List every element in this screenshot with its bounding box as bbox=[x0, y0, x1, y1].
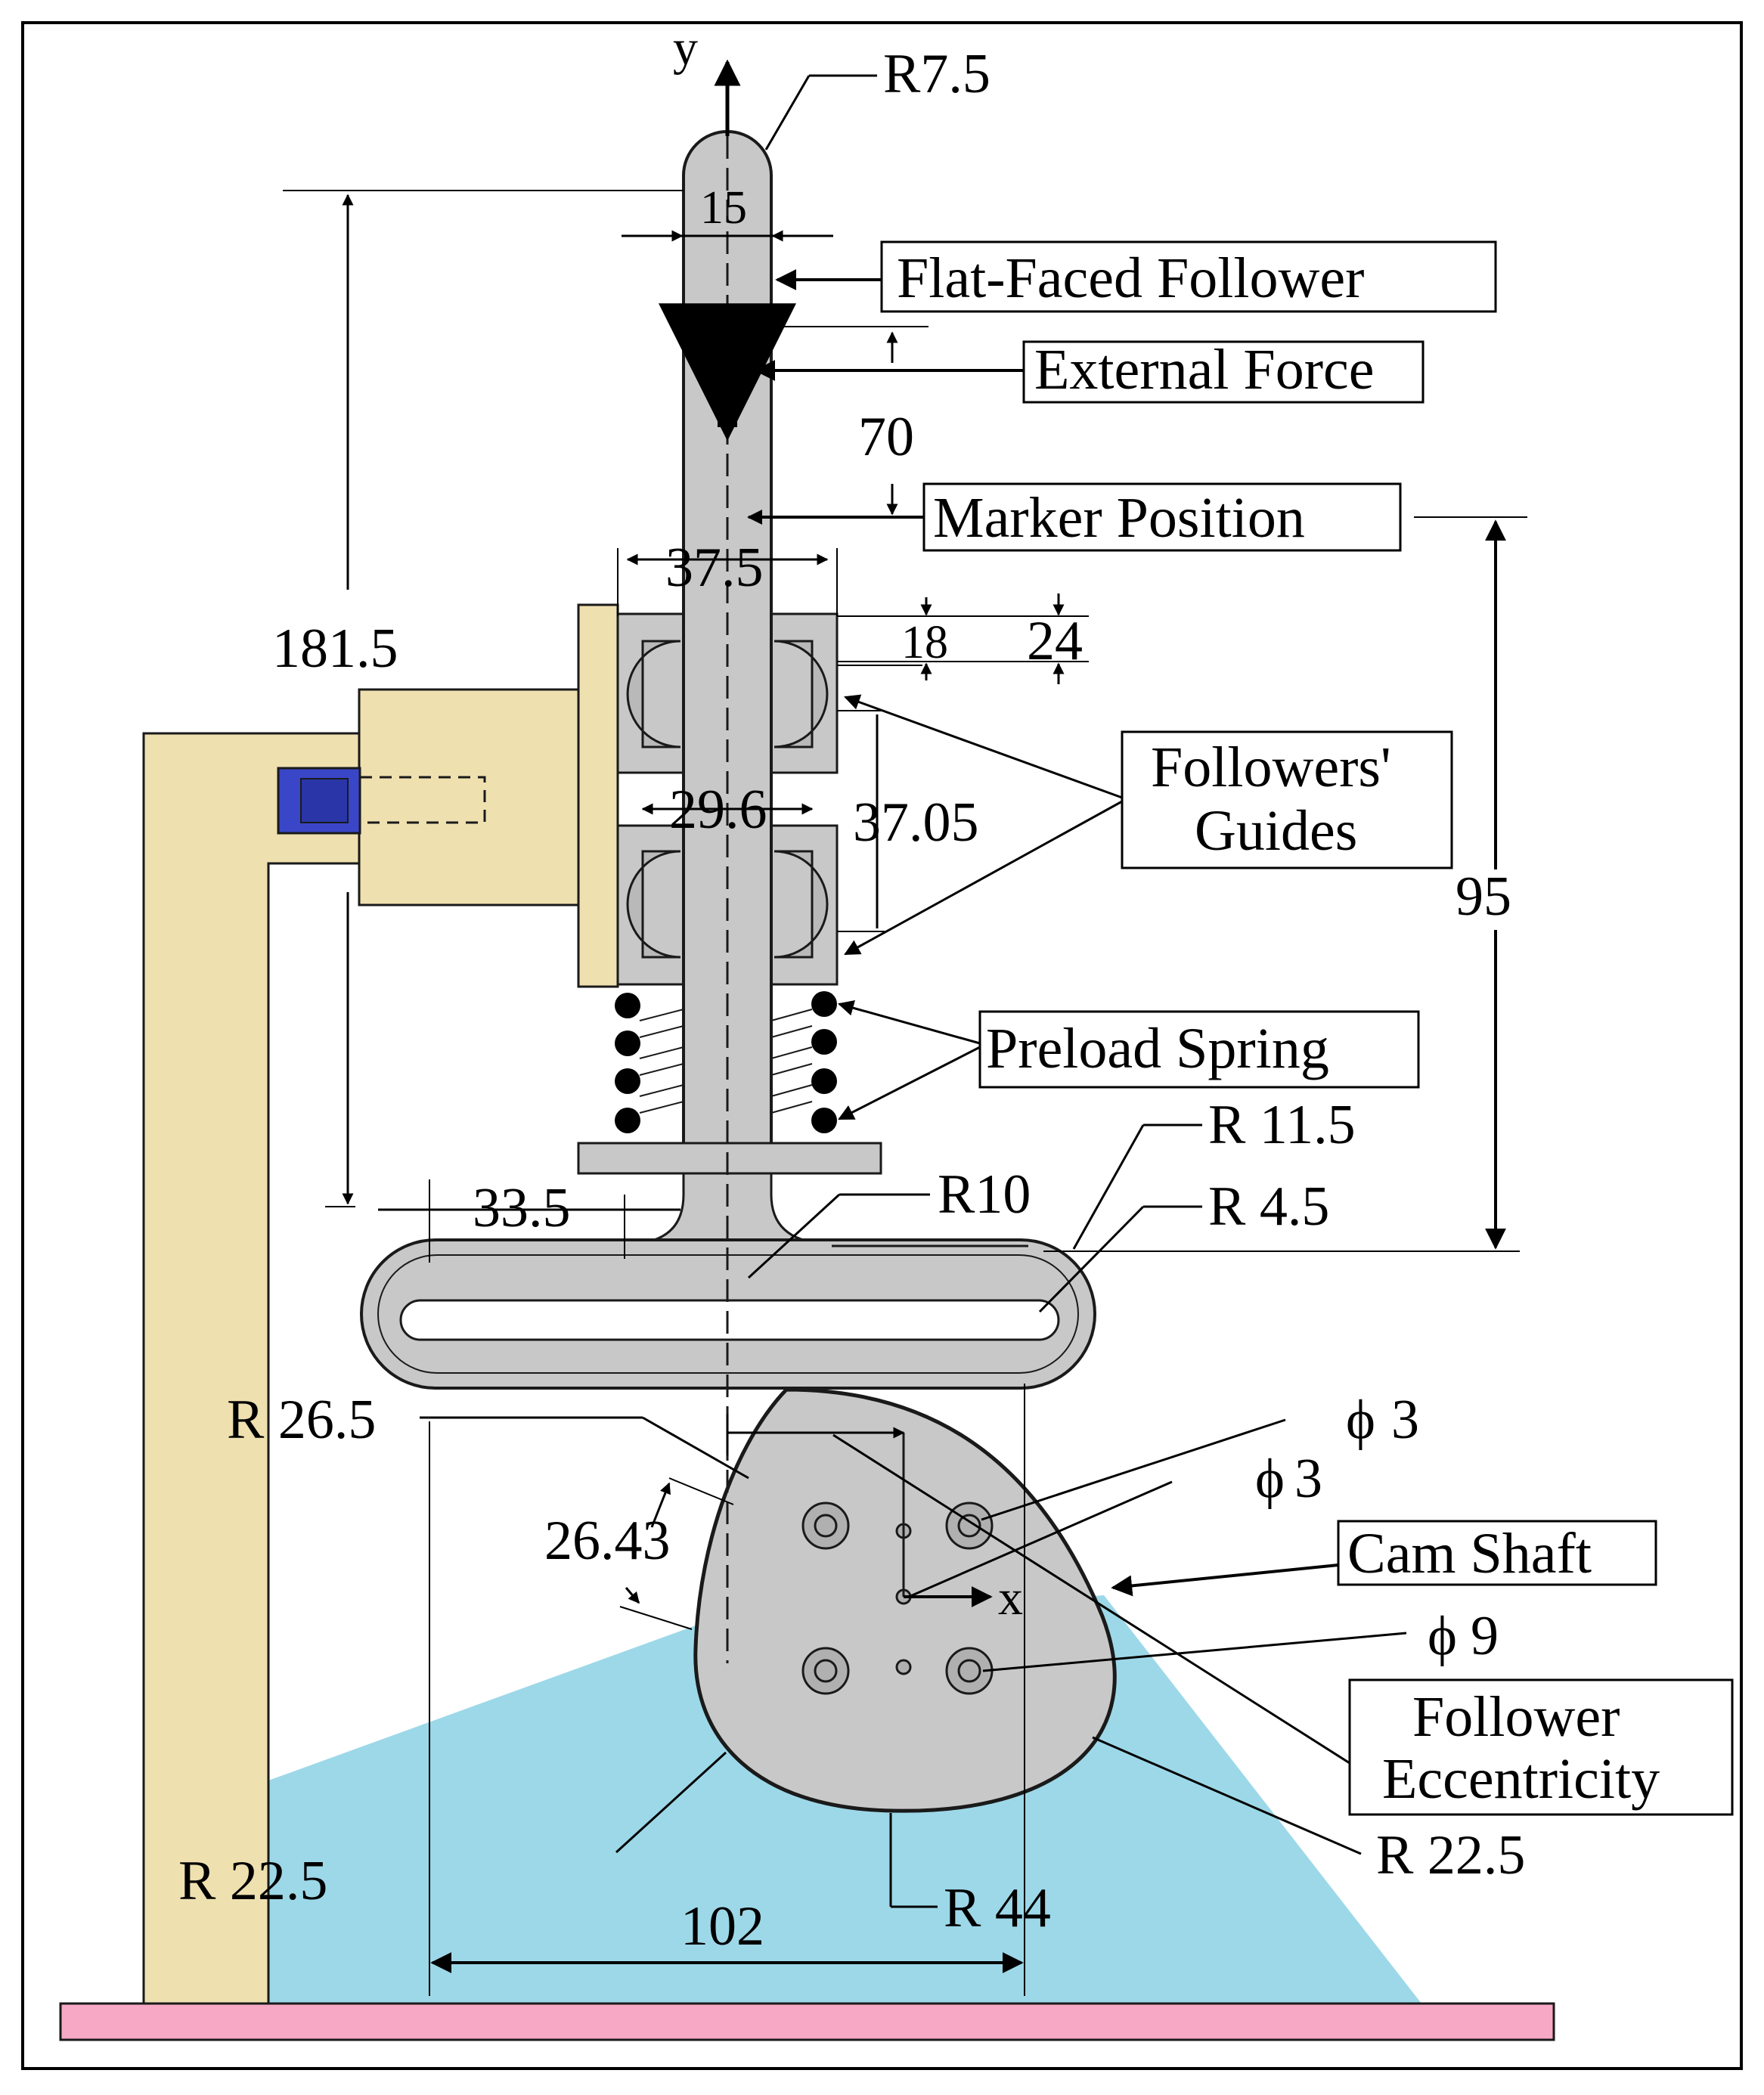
flat-face-slot bbox=[399, 1299, 1060, 1341]
dim-29-6-value: 29.6 bbox=[669, 779, 767, 841]
dim-26-43-arrow-top bbox=[650, 1482, 671, 1528]
base-plate bbox=[59, 2002, 1555, 2041]
marker-position-box bbox=[922, 482, 1402, 552]
phi9-leader bbox=[982, 1632, 1407, 1672]
dim-18-value: 18 bbox=[901, 617, 948, 668]
r4-5-leader bbox=[1038, 1205, 1145, 1313]
mount-bolt-head bbox=[300, 778, 349, 823]
spring-seat bbox=[577, 1142, 882, 1175]
phi3-b-dimension: 3 bbox=[1294, 1448, 1322, 1510]
preload-spring-label: Preload Spring bbox=[986, 1017, 1329, 1080]
dim-102-value: 102 bbox=[680, 1895, 764, 1957]
bolt-hidden-thread bbox=[358, 776, 486, 824]
r4-5-dimension: R 4.5 bbox=[1208, 1176, 1329, 1238]
dim-70-value: 70 bbox=[858, 406, 914, 468]
r22-5-left-leader bbox=[615, 1751, 727, 1854]
cam-shaft-box bbox=[1337, 1520, 1657, 1586]
r10-leader bbox=[747, 1193, 841, 1279]
x-axis-label: x bbox=[998, 1570, 1023, 1625]
followers-guides-label-2: Guides bbox=[1195, 799, 1357, 863]
follower-eccentricity-label-1: Follower bbox=[1412, 1685, 1620, 1749]
dim-37-05-value: 37.05 bbox=[853, 792, 979, 854]
dim-26-43-ext-top bbox=[668, 1477, 734, 1505]
dim-181-5-value: 181.5 bbox=[272, 618, 398, 680]
preload-spring-box bbox=[978, 1010, 1420, 1089]
r22-5-right-dimension: R 22.5 bbox=[1376, 1824, 1525, 1886]
r10-dimension: R10 bbox=[938, 1164, 1031, 1226]
r44-dimension: R 44 bbox=[944, 1877, 1051, 1939]
preload-spring-pointer-upper bbox=[837, 999, 981, 1045]
phi3-b-leader bbox=[908, 1480, 1173, 1598]
r22-5-right-leader bbox=[1092, 1736, 1362, 1855]
followers-guides-box bbox=[1121, 730, 1453, 869]
dim-95-value: 95 bbox=[1456, 866, 1511, 928]
follower-eccentricity-box bbox=[1348, 1678, 1734, 1816]
phi9-symbol: ϕ bbox=[1428, 1605, 1457, 1667]
external-force-label: External Force bbox=[1034, 338, 1374, 401]
flat-faced-follower-label: Flat-Faced Follower bbox=[897, 246, 1364, 310]
r22-5-left-dimension: R 22.5 bbox=[178, 1850, 327, 1912]
dim-26-43-ext-bottom bbox=[619, 1606, 693, 1630]
r11-5-leader bbox=[1072, 1124, 1145, 1250]
stand-mount-plate bbox=[577, 603, 619, 988]
phi3-b-symbol: ϕ bbox=[1255, 1448, 1285, 1510]
dim-26-43-arrow-bottom bbox=[625, 1587, 640, 1604]
preload-spring-pointer-lower bbox=[838, 1046, 981, 1120]
phi9-dimension: 9 bbox=[1471, 1605, 1499, 1667]
followers-guides-pointer-upper bbox=[844, 694, 1123, 799]
dim-15-value: 15 bbox=[700, 182, 747, 234]
flat-faced-follower-box bbox=[880, 240, 1497, 313]
y-axis-label: y bbox=[673, 20, 698, 76]
dim-37-5-value: 37.5 bbox=[665, 537, 764, 599]
phi3-a-dimension: 3 bbox=[1391, 1389, 1419, 1451]
cam-shaft-pointer bbox=[1111, 1564, 1339, 1597]
follower-eccentricity-label-2: Eccentricity bbox=[1382, 1747, 1660, 1811]
phi3-a-leader bbox=[981, 1418, 1286, 1521]
marker-position-label: Marker Position bbox=[933, 486, 1305, 550]
phi3-a-symbol: ϕ bbox=[1346, 1389, 1375, 1451]
r26-5-dimension: R 26.5 bbox=[227, 1389, 376, 1451]
followers-guides-pointer-lower bbox=[844, 800, 1123, 956]
r7-5-dimension: R7.5 bbox=[883, 43, 991, 105]
preload-spring bbox=[615, 991, 837, 1133]
follower-eccentricity-pointer bbox=[832, 1433, 1350, 1765]
dim-26-43-value: 26.43 bbox=[544, 1510, 671, 1572]
followers-guides-label-1: Followers' bbox=[1151, 736, 1391, 799]
outer-border bbox=[21, 21, 1743, 2070]
stand-hub bbox=[358, 688, 580, 906]
r11-5-dimension: R 11.5 bbox=[1208, 1094, 1356, 1156]
r26-5-leader bbox=[642, 1416, 749, 1480]
r7-5-leader bbox=[764, 75, 811, 150]
cam-shaft-label: Cam Shaft bbox=[1347, 1522, 1592, 1585]
dim-24-value: 24 bbox=[1027, 610, 1083, 672]
dim-33-5-value: 33.5 bbox=[473, 1177, 571, 1239]
